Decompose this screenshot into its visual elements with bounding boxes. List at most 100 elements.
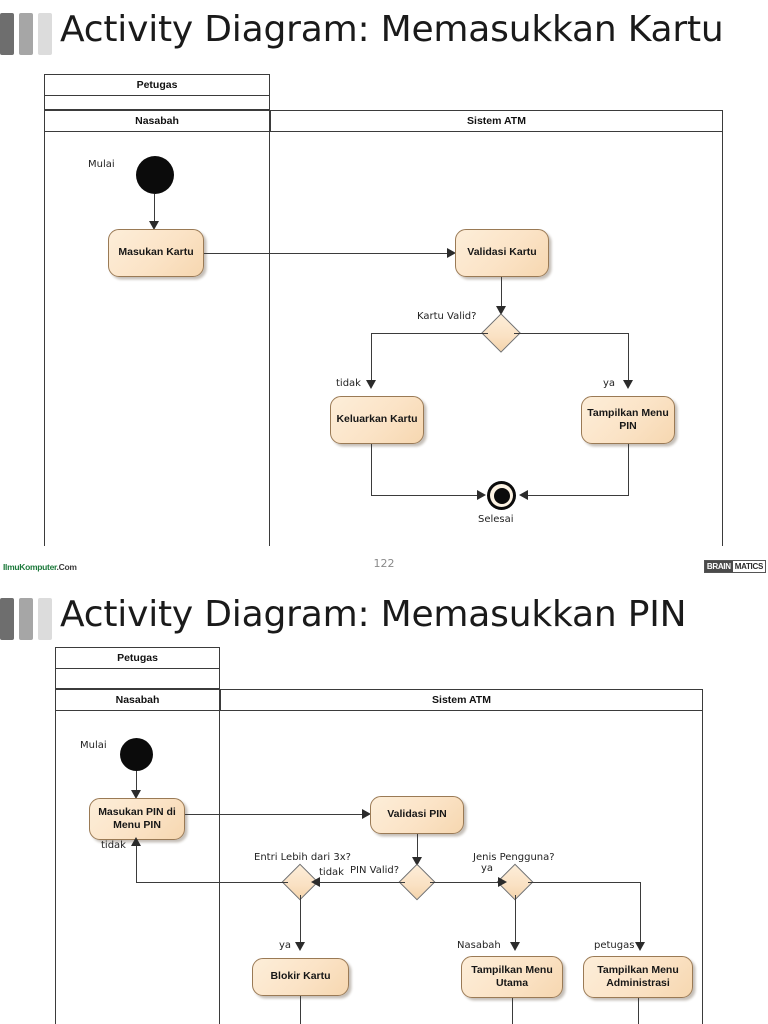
start-label-2: Mulai	[80, 740, 107, 751]
flow-menupin-down	[628, 444, 630, 496]
flow-right-down	[628, 333, 630, 383]
end-label: Selesai	[478, 514, 514, 525]
slide-footer: IlmuKomputer.Com 122 BRAIN MATICS	[0, 556, 768, 584]
decor-bar-medium	[19, 13, 33, 55]
decision-label-kartu-valid: Kartu Valid?	[417, 311, 477, 322]
activity-validasi-kartu[interactable]: Validasi Kartu	[455, 229, 549, 277]
flow-masukan-to-validasi	[204, 253, 452, 255]
slide-title-row: Activity Diagram: Memasukkan Kartu	[0, 0, 768, 62]
guard-petugas: petugas	[594, 940, 635, 951]
arrowhead-right	[477, 490, 486, 500]
guard-tidak-loop: tidak	[101, 840, 126, 851]
arrowhead-down	[412, 857, 422, 866]
flow-jenis-petugas-down	[640, 882, 642, 945]
guard-tidak: tidak	[319, 867, 344, 878]
end-node	[487, 481, 516, 510]
slide-memasukkan-kartu: Activity Diagram: Memasukkan Kartu Petug…	[0, 0, 768, 584]
decision-kartu-valid[interactable]	[481, 313, 521, 353]
flow-pinvalid-to-jenis	[430, 882, 503, 884]
flow-validasipin-down	[417, 834, 419, 860]
brainmatics-light: MATICS	[732, 561, 765, 572]
decor-bar-light	[38, 598, 52, 640]
lane-body-sistem-atm-2	[220, 711, 703, 1024]
activity-blokir-kartu[interactable]: Blokir Kartu	[252, 958, 349, 996]
lane-header-petugas-2: Petugas	[55, 647, 220, 669]
flow-left-down	[371, 333, 373, 383]
slide-memasukkan-pin: Activity Diagram: Memasukkan PIN Petugas…	[0, 585, 768, 1024]
page-title: Activity Diagram: Memasukkan Kartu	[60, 9, 724, 50]
flow-to-end-left	[371, 495, 481, 497]
arrowhead-down	[131, 790, 141, 799]
flow-to-end-right	[521, 495, 629, 497]
flow-pinvalid-to-entri	[313, 882, 405, 884]
arrowhead-right	[498, 877, 507, 887]
arrowhead-down	[635, 942, 645, 951]
decision-entri-lebih-3x[interactable]	[281, 863, 319, 901]
arrowhead-down	[149, 221, 159, 230]
lane-header-sistem-atm-2: Sistem ATM	[220, 689, 703, 711]
brainmatics-logo: BRAIN MATICS	[703, 560, 766, 573]
arrowhead-down	[496, 306, 506, 315]
flow-start-to-masukan	[154, 194, 156, 224]
guard-ya-left: ya	[279, 940, 292, 951]
flow-jenis-petugas-right	[528, 882, 641, 884]
start-label: Mulai	[88, 159, 115, 170]
lane-body-petugas-2	[55, 669, 220, 689]
flow-validasi-to-decision	[501, 277, 503, 309]
flow-decision-left	[371, 333, 488, 335]
start-node-2	[120, 738, 153, 771]
lane-body-sistem-atm	[270, 132, 723, 546]
lane-body-nasabah-2	[55, 711, 220, 1024]
title-decoration-bars	[0, 13, 56, 55]
activity-keluarkan-kartu[interactable]: Keluarkan Kartu	[330, 396, 424, 444]
flow-menuadmin-down	[638, 998, 640, 1024]
lane-body-petugas	[44, 96, 270, 110]
flow-loop-up	[136, 843, 138, 883]
decision-label-jenis-pengguna: Jenis Pengguna?	[473, 852, 555, 863]
slide-title-row-2: Activity Diagram: Memasukkan PIN	[0, 585, 768, 647]
brainmatics-dark: BRAIN	[704, 561, 733, 572]
lane-header-nasabah: Nasabah	[44, 110, 270, 132]
arrowhead-down	[510, 942, 520, 951]
activity-menu-utama[interactable]: Tampilkan Menu Utama	[461, 956, 563, 998]
guard-ya: ya	[603, 378, 616, 389]
lane-header-petugas: Petugas	[44, 74, 270, 96]
activity-masukan-kartu[interactable]: Masukan Kartu	[108, 229, 204, 277]
flow-decision-right	[514, 333, 629, 335]
start-node	[136, 156, 174, 194]
activity-tampilkan-menu-pin[interactable]: Tampilkan Menu PIN	[581, 396, 675, 444]
lane-body-nasabah	[44, 132, 270, 546]
flow-entri-ya-down	[300, 895, 302, 945]
ilmukomputer-logo: IlmuKomputer.Com	[3, 562, 77, 572]
guard-tidak: tidak	[336, 378, 361, 389]
activity-menu-administrasi[interactable]: Tampilkan Menu Administrasi	[583, 956, 693, 998]
activity-validasi-pin[interactable]: Validasi PIN	[370, 796, 464, 834]
decor-bar-medium	[19, 598, 33, 640]
lane-header-nasabah-2: Nasabah	[55, 689, 220, 711]
activity-masukan-pin[interactable]: Masukan PIN di Menu PIN	[89, 798, 185, 840]
arrowhead-right	[447, 248, 456, 258]
decor-bar-light	[38, 13, 52, 55]
decor-bar-dark	[0, 13, 14, 55]
arrowhead-up	[131, 837, 141, 846]
ilmukomputer-suffix: .Com	[56, 562, 77, 572]
flow-blokir-down	[300, 996, 302, 1024]
arrowhead-left	[311, 877, 320, 887]
flow-entri-loop-left	[136, 882, 288, 884]
ilmukomputer-brand: IlmuKomputer	[3, 562, 57, 572]
page-title-2: Activity Diagram: Memasukkan PIN	[60, 594, 687, 635]
decision-label-pin-valid: PIN Valid?	[350, 865, 400, 876]
arrowhead-down	[295, 942, 305, 951]
arrowhead-left	[519, 490, 528, 500]
lane-header-sistem-atm: Sistem ATM	[270, 110, 723, 132]
flow-start-to-masukan-pin	[136, 771, 138, 793]
flow-masukanpin-to-validasi	[185, 814, 367, 816]
arrowhead-down	[623, 380, 633, 389]
title-decoration-bars-2	[0, 598, 56, 640]
flow-menuutama-down	[512, 998, 514, 1024]
decor-bar-dark	[0, 598, 14, 640]
flow-jenis-nasabah-down	[515, 895, 517, 945]
page-number: 122	[373, 557, 395, 570]
decision-pin-valid[interactable]	[398, 863, 436, 901]
